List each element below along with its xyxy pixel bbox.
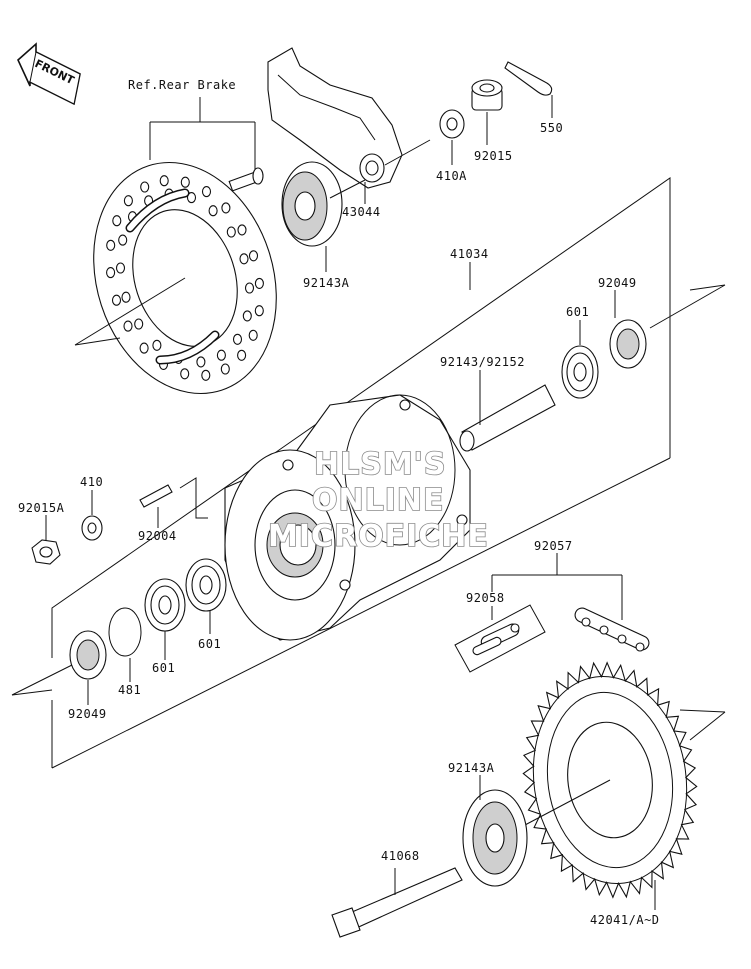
disc-hole (242, 310, 252, 322)
bearing-top (561, 320, 599, 399)
disc-bolt (228, 167, 264, 192)
disc-hole (196, 356, 206, 368)
disc-hole (221, 202, 231, 214)
washer-410a (439, 109, 465, 139)
disc-hole (111, 294, 122, 306)
disc-hole (208, 205, 218, 217)
reference-note: Ref.Rear Brake (128, 78, 236, 92)
brake-disc (74, 161, 277, 395)
chain-bracket (491, 553, 623, 620)
disc-hole (121, 291, 131, 303)
disc-hole (248, 250, 259, 262)
rear-sprocket (522, 661, 726, 910)
label-42041: 42041/A~D (590, 913, 660, 927)
axle (331, 867, 463, 938)
label-92015: 92015 (474, 149, 513, 163)
wheel-hub (224, 394, 471, 641)
disc-hole (118, 234, 128, 246)
disc-hole (254, 277, 264, 289)
seal-left (11, 630, 107, 705)
collar-top (281, 161, 366, 247)
stud-bolt (139, 477, 208, 528)
disc-hole (186, 192, 197, 204)
label-92004: 92004 (138, 529, 177, 543)
reference-bracket (149, 97, 256, 172)
cotter-pin (504, 61, 553, 96)
disc-hole (237, 224, 247, 236)
label-92015a: 92015A (18, 501, 65, 515)
part-labels: 43044 410A 92015 550 92143A 41034 92049 … (18, 121, 660, 927)
label-410a: 410A (436, 169, 467, 183)
label-410: 410 (80, 475, 103, 489)
label-41068: 41068 (381, 849, 420, 863)
label-481: 481 (118, 683, 141, 697)
label-43044: 43044 (342, 205, 381, 219)
bearing-left-b (144, 578, 186, 660)
disc-hole (216, 349, 226, 361)
label-601-a: 601 (198, 637, 221, 651)
disc-hole (123, 320, 133, 332)
front-arrow-icon: FRONT (17, 42, 81, 106)
bearing-left-a (185, 558, 227, 634)
label-92057: 92057 (534, 539, 573, 553)
disc-hole (106, 239, 116, 251)
disc-hole (201, 369, 211, 381)
disc-hole (140, 181, 150, 193)
disc-hole (180, 176, 190, 188)
disc-hole (152, 339, 162, 351)
disc-hole (232, 333, 243, 345)
drive-chain (574, 607, 650, 652)
collar-bottom (462, 775, 528, 887)
disc-hole (139, 342, 149, 354)
watermark-line-3: MICROFICHE (268, 519, 489, 554)
label-601-top: 601 (566, 305, 589, 319)
disc-hole (134, 318, 144, 330)
disc-hole (112, 215, 122, 227)
watermark-line-1: HLSM'S (314, 447, 446, 482)
hub-assembly-outline (51, 177, 671, 769)
disc-hole (237, 349, 247, 361)
leader-lines-top (325, 95, 553, 272)
label-92143a-top: 92143A (303, 276, 350, 290)
label-92143-92152: 92143/92152 (440, 355, 525, 369)
disc-hole (201, 186, 212, 198)
label-41034: 41034 (450, 247, 489, 261)
watermark-line-2: ONLINE (312, 483, 445, 518)
axle-nut (471, 79, 503, 111)
caliper-bracket (267, 47, 431, 189)
disc-hole (226, 226, 236, 238)
master-link (454, 604, 546, 673)
label-92058: 92058 (466, 591, 505, 605)
disc-hole (123, 195, 133, 207)
seal-top (609, 284, 726, 369)
watermark: HLSM'S ONLINE MICROFICHE (267, 446, 489, 555)
label-601-b: 601 (152, 661, 175, 675)
spacer-tube (459, 370, 556, 452)
disc-hole (159, 175, 169, 187)
disc-hole (220, 363, 230, 375)
label-92049-top: 92049 (598, 276, 637, 290)
disc-hole (248, 329, 258, 341)
disc-hole (115, 262, 126, 274)
circlip (108, 607, 142, 682)
disc-hole (254, 305, 264, 317)
disc-hole (239, 253, 249, 265)
disc-hole (244, 282, 255, 294)
label-550: 550 (540, 121, 563, 135)
nut-92015a (31, 515, 61, 565)
washer-410 (81, 490, 103, 541)
disc-hole (180, 368, 190, 380)
label-92143a-bottom: 92143A (448, 761, 495, 775)
disc-hole (106, 267, 116, 279)
label-92049-bottom: 92049 (68, 707, 107, 721)
